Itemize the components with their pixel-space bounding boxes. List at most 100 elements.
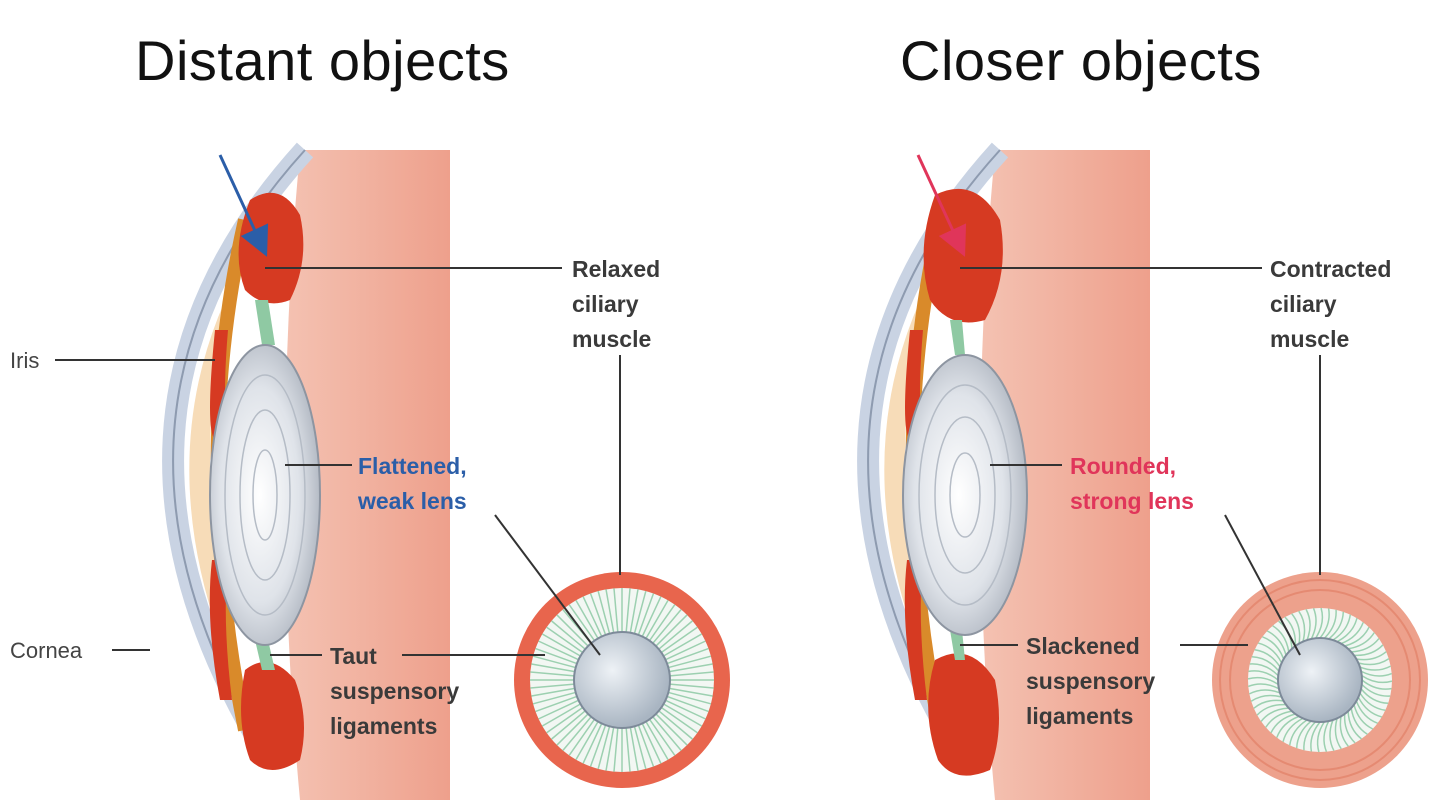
slack-fiber bbox=[1248, 670, 1279, 681]
ligament-fiber bbox=[531, 663, 575, 673]
ligament-fiber bbox=[625, 727, 631, 772]
ligament-fiber bbox=[666, 647, 709, 665]
left-cross-section bbox=[514, 572, 730, 788]
ligament-fiber bbox=[530, 671, 575, 677]
ligament-fiber bbox=[669, 687, 713, 697]
ligament-fiber bbox=[663, 703, 703, 727]
slack-fiber bbox=[1310, 608, 1317, 640]
label-strong-lens: strong lens bbox=[1070, 488, 1194, 514]
ligament-fiber bbox=[660, 706, 698, 734]
ligament-fiber bbox=[551, 710, 586, 740]
ligament-fiber bbox=[658, 620, 693, 650]
vitreous-tissue-right bbox=[980, 150, 1150, 800]
ligament-fiber bbox=[652, 609, 682, 644]
slack-fiber bbox=[1361, 674, 1393, 684]
ligament-fiber bbox=[556, 713, 589, 746]
ligament-fiber bbox=[532, 655, 576, 669]
ligament-fiber bbox=[668, 691, 712, 705]
ligament-fiber bbox=[562, 716, 592, 751]
ligament-fiber bbox=[645, 599, 669, 639]
label-contracted: Contracted bbox=[1270, 256, 1391, 282]
slack-fiber bbox=[1254, 648, 1281, 668]
ligament-fiber bbox=[665, 640, 706, 661]
slack-fiber bbox=[1248, 683, 1280, 690]
slack-fiber bbox=[1343, 713, 1356, 744]
slack-fiber bbox=[1303, 721, 1317, 751]
slack-fiber bbox=[1360, 688, 1389, 705]
slack-fiber bbox=[1347, 711, 1362, 740]
ligament-fiber bbox=[666, 695, 709, 713]
slack-fiber bbox=[1251, 655, 1280, 672]
ligament-fiber bbox=[532, 691, 576, 705]
ligament-fiber bbox=[668, 655, 712, 669]
label-relaxed: Relaxed bbox=[572, 256, 660, 282]
ligament-bottom-right bbox=[950, 630, 965, 660]
slack-fiber bbox=[1356, 651, 1387, 661]
ligament-fiber bbox=[546, 706, 584, 734]
slack-fiber bbox=[1336, 618, 1358, 643]
label-suspensory-left: suspensory bbox=[330, 678, 459, 704]
lens-cross-section-small bbox=[573, 631, 671, 729]
ligament-fiber bbox=[589, 724, 607, 767]
ligament-fiber bbox=[568, 604, 596, 642]
slack-fiber bbox=[1360, 670, 1392, 677]
slack-fiber bbox=[1347, 632, 1375, 650]
slack-fiber bbox=[1247, 676, 1279, 686]
ligament-fiber bbox=[629, 589, 639, 633]
slack-fiber bbox=[1359, 665, 1391, 671]
slack-fiber bbox=[1355, 700, 1378, 724]
label-iris: Iris bbox=[10, 348, 39, 373]
ligament-fiber bbox=[556, 614, 589, 647]
slack-fiber bbox=[1319, 608, 1330, 639]
slack-fiber bbox=[1253, 699, 1284, 709]
slack-fiber bbox=[1314, 607, 1324, 639]
ligament-fiber bbox=[663, 633, 703, 657]
slack-fiber bbox=[1266, 630, 1287, 656]
ligament-fiber bbox=[605, 727, 615, 771]
slack-fiber bbox=[1361, 679, 1392, 690]
ligament-fiber bbox=[568, 718, 596, 756]
slack-fiber bbox=[1358, 658, 1390, 666]
slack-fiber bbox=[1249, 663, 1279, 677]
slack-fiber bbox=[1298, 610, 1306, 642]
slack-fiber bbox=[1340, 622, 1364, 645]
title-distant-objects: Distant objects bbox=[135, 29, 510, 92]
slack-fiber bbox=[1359, 692, 1386, 712]
slack-fiber bbox=[1288, 719, 1308, 746]
ligament-fiber bbox=[660, 626, 698, 654]
slack-fiber bbox=[1334, 718, 1342, 750]
label-ciliary-left: ciliary bbox=[572, 291, 639, 317]
ligament-fiber bbox=[637, 724, 655, 767]
ligament-fiber bbox=[633, 726, 647, 770]
label-flattened: Flattened, bbox=[358, 453, 467, 479]
ligament-fiber bbox=[658, 710, 693, 740]
ligament-fiber bbox=[648, 718, 676, 756]
label-ciliary-right: ciliary bbox=[1270, 291, 1337, 317]
ligament-fiber bbox=[637, 593, 655, 636]
slack-fiber bbox=[1265, 710, 1293, 728]
ligament-fiber bbox=[597, 590, 611, 634]
label-ligaments-left: ligaments bbox=[330, 713, 437, 739]
slack-fiber bbox=[1270, 713, 1296, 734]
ligament-fiber bbox=[605, 589, 615, 633]
label-ligaments-right: ligaments bbox=[1026, 703, 1133, 729]
slack-fiber bbox=[1262, 636, 1285, 660]
ligament-fiber bbox=[629, 727, 639, 771]
ligament-fiber bbox=[582, 723, 603, 764]
label-muscle-left: muscle bbox=[572, 326, 651, 352]
ligament-fiber bbox=[535, 647, 578, 665]
slack-fiber bbox=[1332, 614, 1352, 641]
ligament-fiber bbox=[648, 604, 676, 642]
left-eye-illustration bbox=[162, 142, 450, 800]
slack-fiber bbox=[1250, 694, 1282, 702]
label-muscle-right: muscle bbox=[1270, 326, 1349, 352]
slack-fiber bbox=[1353, 704, 1374, 730]
ligament-fiber bbox=[633, 590, 647, 634]
ciliary-muscle-bottom bbox=[241, 662, 304, 770]
slack-fiber bbox=[1258, 642, 1283, 664]
slack-fiber bbox=[1329, 719, 1335, 751]
ligament-fiber bbox=[541, 703, 581, 727]
ciliary-muscle-top-right bbox=[923, 188, 1003, 323]
ligament-fiber bbox=[669, 671, 714, 677]
